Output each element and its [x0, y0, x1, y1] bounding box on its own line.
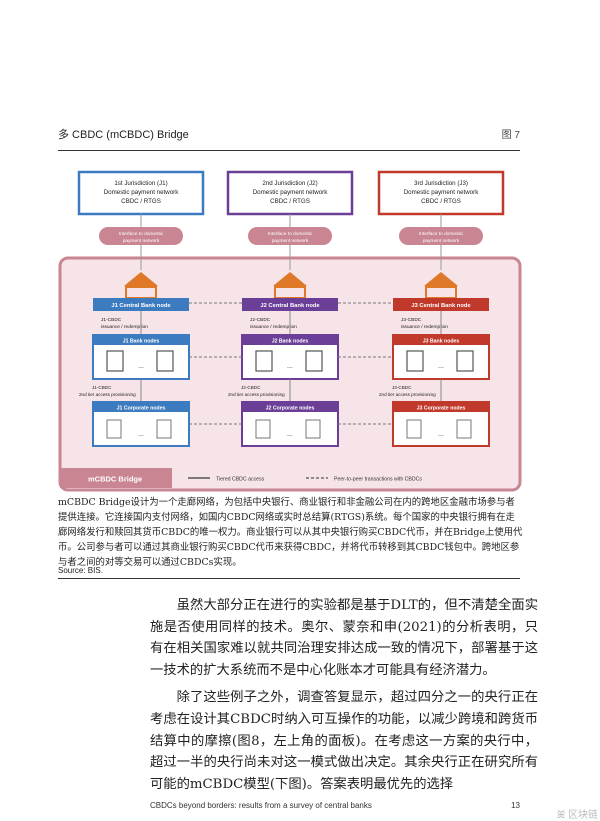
figure-header: 多 CBDC (mCBDC) Bridge 图 7	[58, 126, 520, 146]
caption-rule	[58, 578, 520, 579]
interface-label: payment network	[423, 238, 460, 244]
interface-pill	[248, 227, 332, 245]
jurisdiction-title: 2nd Jurisdiction (J2)	[262, 180, 317, 187]
jurisdiction-box	[377, 170, 505, 216]
page-number: 13	[511, 801, 520, 810]
issuance-label: issuance / redemption	[401, 324, 448, 330]
interface-label: payment network	[272, 238, 309, 244]
bank-icon	[456, 350, 474, 372]
page-footer: CBDCs beyond borders: results from a sur…	[150, 801, 520, 810]
mcbdc-bridge-diagram: 1st Jurisdiction (J1) Domestic payment ne…	[58, 170, 522, 492]
interface-label: Interface to domestic	[268, 231, 313, 237]
watermark-logo: ꕤ 区块链	[556, 810, 598, 821]
corporate-nodes-header	[393, 402, 489, 412]
corporate-nodes-label: J2 Corporate nodes	[266, 406, 315, 412]
source-note: Source: BIS.	[58, 566, 103, 575]
interface-label: payment network	[123, 238, 160, 244]
interface-label: Interface to domestic	[119, 231, 164, 237]
corporate-nodes-label: J1 Corporate nodes	[117, 406, 166, 412]
body-text: 虽然大部分正在进行的实验都是基于DLT的，但不清楚全面实施是否使用同样的技术。奥…	[150, 595, 538, 801]
ellipsis: ...	[287, 431, 293, 438]
corporate-icon	[456, 419, 472, 439]
corporate-nodes-header	[242, 402, 338, 412]
footer-text: CBDCs beyond borders: results from a sur…	[150, 801, 372, 810]
access-label: J3-CBDC	[392, 385, 412, 390]
central-bank-icon	[124, 272, 158, 286]
figure-caption: mCBDC Bridge设计为一个走廊网络，为包括中央银行、商业银行和非金融公司…	[58, 497, 523, 568]
bridge-label: mCBDC Bridge	[88, 475, 142, 484]
interface-pill	[99, 227, 183, 245]
issuance-label: J1-CBDC	[101, 317, 122, 323]
jurisdiction-box	[77, 170, 205, 216]
paragraph: 除了这些例子之外，调查答复显示，超过四分之一的央行正在考虑在设计其CBDC时纳入…	[150, 690, 538, 792]
jurisdiction-title: 1st Jurisdiction (J1)	[114, 180, 167, 187]
central-bank-label: J2 Central Bank node	[260, 303, 320, 309]
figure-title: 多 CBDC (mCBDC) Bridge	[58, 129, 189, 141]
corporate-icon	[156, 419, 172, 439]
ellipsis: ...	[438, 363, 444, 370]
corporate-icon	[406, 419, 422, 439]
corporate-nodes-label: J3 Corporate nodes	[417, 406, 466, 412]
bank-icon	[406, 350, 424, 372]
issuance-label: issuance / redemption	[250, 324, 297, 330]
corporate-icon	[305, 419, 321, 439]
legend-label: Peer-to-peer transactions with CBDCs	[334, 477, 422, 483]
bank-nodes-header	[242, 335, 338, 345]
corporate-icon	[106, 419, 122, 439]
bank-nodes-header	[393, 335, 489, 345]
central-bank-icon	[424, 272, 458, 286]
central-bank-node	[93, 298, 189, 311]
central-bank-label: J1 Central Bank node	[111, 303, 171, 309]
bridge-label-box	[60, 468, 172, 488]
legend-label: Tiered CBDC access	[216, 477, 265, 483]
issuance-label: issuance / redemption	[101, 324, 148, 330]
top-rule	[58, 150, 520, 151]
issuance-label: J2-CBDC	[250, 317, 271, 323]
bank-nodes-label: J2 Bank nodes	[272, 339, 309, 345]
access-label: 2nd tier access provisioning	[228, 392, 285, 397]
jurisdiction-network: Domestic payment network	[253, 189, 329, 196]
central-bank-label: J3 Central Bank node	[411, 303, 471, 309]
jurisdiction-system: CBDC / RTGS	[270, 198, 310, 205]
bank-icon	[305, 350, 323, 372]
jurisdiction-title: 3rd Jurisdiction (J3)	[414, 180, 468, 187]
issuance-label: J3-CBDC	[401, 317, 422, 323]
interface-label: Interface to domestic	[419, 231, 464, 237]
central-bank-node	[393, 298, 489, 311]
ellipsis: ...	[287, 363, 293, 370]
access-label: 2nd tier access provisioning	[79, 392, 136, 397]
jurisdiction-system: CBDC / RTGS	[421, 198, 461, 205]
ellipsis: ...	[438, 431, 444, 438]
bank-icon	[106, 350, 124, 372]
corporate-nodes-header	[93, 402, 189, 412]
interface-pill	[399, 227, 483, 245]
jurisdiction-box	[226, 170, 354, 216]
bank-nodes-label: J1 Bank nodes	[123, 339, 160, 345]
bank-nodes-header	[93, 335, 189, 345]
jurisdiction-system: CBDC / RTGS	[121, 198, 161, 205]
ellipsis: ...	[138, 431, 144, 438]
jurisdiction-network: Domestic payment network	[404, 189, 480, 196]
access-label: 2nd tier access provisioning	[379, 392, 436, 397]
central-bank-node	[242, 298, 338, 311]
jurisdiction-network: Domestic payment network	[104, 189, 180, 196]
figure-number: 图 7	[501, 130, 520, 141]
corporate-icon	[255, 419, 271, 439]
central-bank-icon	[273, 272, 307, 286]
ellipsis: ...	[138, 363, 144, 370]
bank-nodes-label: J3 Bank nodes	[423, 339, 460, 345]
paragraph: 虽然大部分正在进行的实验都是基于DLT的，但不清楚全面实施是否使用同样的技术。奥…	[150, 598, 538, 678]
bank-icon	[255, 350, 273, 372]
access-label: J2-CBDC	[241, 385, 261, 390]
bank-icon	[156, 350, 174, 372]
access-label: J1-CBDC	[92, 385, 112, 390]
